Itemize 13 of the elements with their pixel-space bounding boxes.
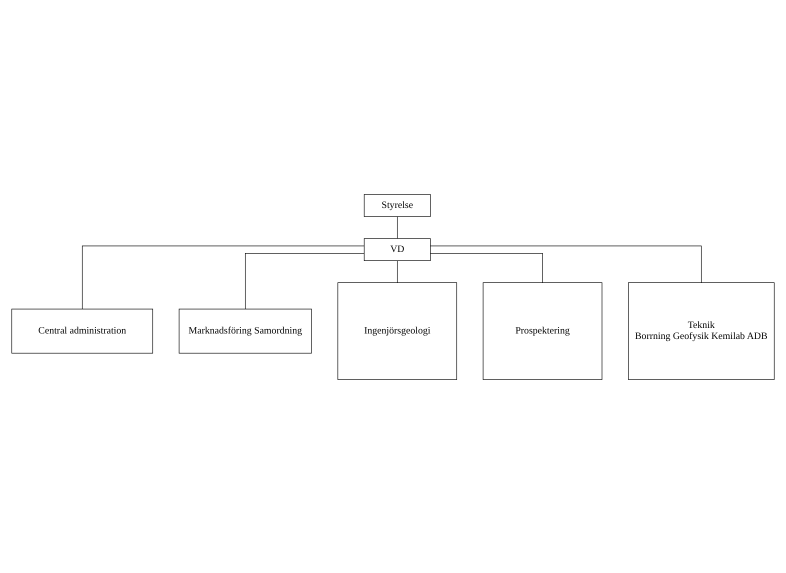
- node-box: Marknadsföring Samordning: [178, 308, 312, 353]
- connector: [430, 245, 702, 282]
- connector: [244, 252, 364, 309]
- node-box: Prospektering: [482, 282, 602, 380]
- connector: [396, 260, 398, 282]
- node-box: Central administration: [11, 308, 154, 353]
- connector: [430, 252, 543, 282]
- connector: [82, 245, 364, 309]
- node-box: Styrelse: [364, 194, 431, 216]
- node-box: Teknik Borrning Geofysik Kemilab ADB: [628, 282, 775, 380]
- connector: [396, 216, 398, 238]
- node-box: VD: [364, 238, 431, 260]
- node-box: Ingenjörsgeologi: [338, 282, 458, 380]
